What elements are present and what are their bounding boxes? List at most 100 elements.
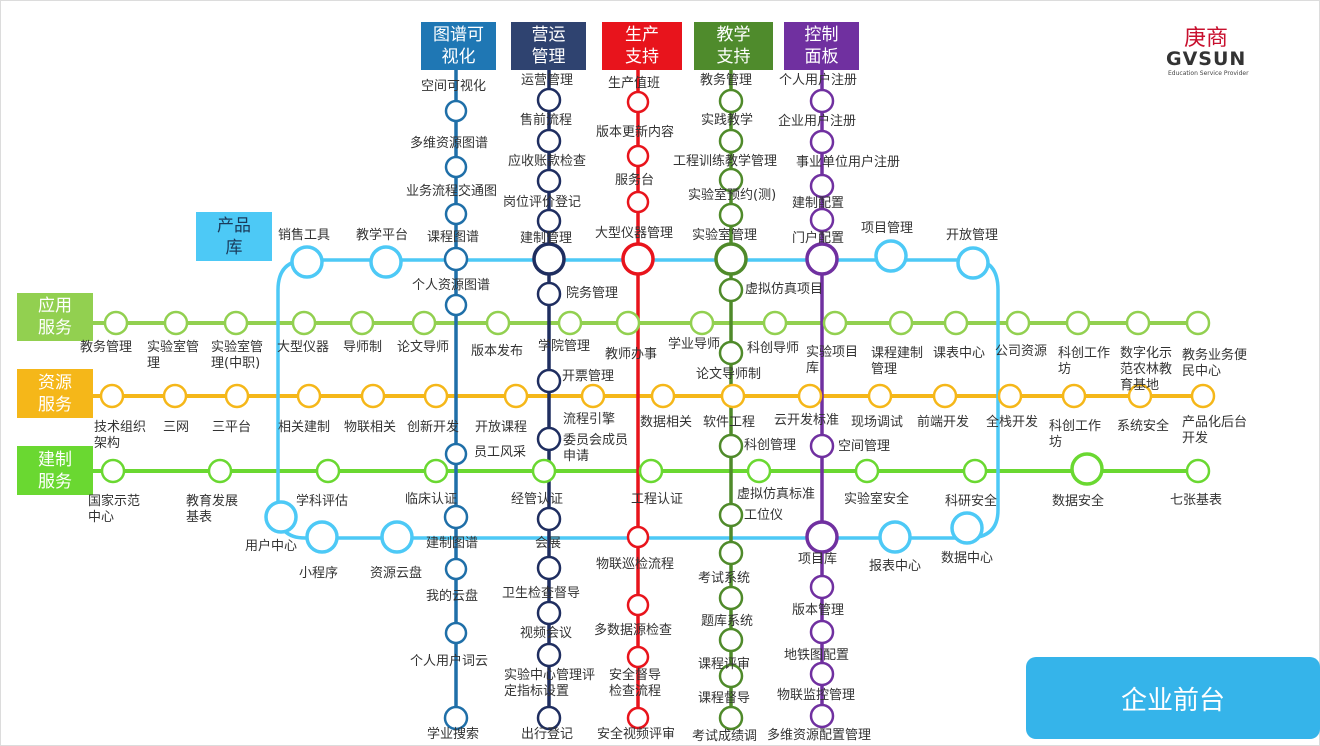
header-yingyun[interactable]: 营运 管理 (511, 22, 586, 70)
station[interactable] (162, 383, 188, 409)
station[interactable] (762, 310, 788, 336)
station[interactable] (1185, 310, 1211, 336)
label-yingyun[interactable]: 运营管理 (521, 73, 574, 88)
station[interactable] (718, 663, 744, 689)
label-yingyun[interactable]: 委员会成员申请 (563, 433, 629, 464)
station[interactable] (943, 310, 969, 336)
station[interactable] (485, 310, 511, 336)
header-chanpin[interactable]: 产品 库 (196, 212, 272, 261)
station[interactable] (423, 383, 449, 409)
label-yingyong[interactable]: 大型仪器 (277, 340, 330, 355)
station[interactable] (805, 242, 839, 276)
label-yingyun[interactable]: 流程引擎 (563, 412, 616, 427)
label-chanpin[interactable]: 小程序 (299, 566, 339, 581)
label-yingyun[interactable]: 学院管理 (538, 339, 591, 354)
station[interactable] (349, 310, 375, 336)
label-tupu[interactable]: 员工风采 (474, 445, 527, 460)
label-jianzhi[interactable]: 教育发展基表 (186, 494, 239, 525)
label-kongzhi[interactable]: 空间管理 (838, 439, 891, 454)
label-jiaoxue[interactable]: 软件工程 (703, 415, 756, 430)
station[interactable] (1070, 452, 1104, 486)
station[interactable] (580, 383, 606, 409)
station[interactable] (99, 383, 125, 409)
label-kongzhi[interactable]: 门户配置 (792, 231, 845, 246)
label-jianzhi[interactable]: 国家示范中心 (88, 494, 141, 525)
station[interactable] (536, 555, 562, 581)
label-jiaoxue[interactable]: 考试系统 (698, 571, 751, 586)
label-jianzhi[interactable]: 学科评估 (296, 494, 349, 509)
label-yingyun[interactable]: 经管认证 (511, 492, 564, 507)
station[interactable] (650, 383, 676, 409)
label-tupu[interactable]: 业务流程交通图 (406, 184, 498, 199)
label-ziyuan[interactable]: 三网 (163, 420, 190, 435)
label-kongzhi[interactable]: 建制配置 (792, 196, 845, 211)
station[interactable] (264, 500, 298, 534)
label-yingyong[interactable]: 实验室管理(中职) (211, 340, 264, 371)
station[interactable] (305, 520, 339, 554)
label-shengchan[interactable]: 大型仪器管理 (595, 226, 674, 241)
label-shengchan[interactable]: 版本更新内容 (596, 125, 675, 140)
label-yingyun[interactable]: 会展 (535, 536, 562, 551)
station[interactable] (997, 383, 1023, 409)
station[interactable] (1190, 383, 1216, 409)
label-yingyun[interactable]: 实验中心管理评定指标设置 (504, 668, 596, 699)
label-jianzhi[interactable]: 科研安全 (945, 494, 998, 509)
station[interactable] (444, 621, 468, 645)
label-tupu[interactable]: 我的云盘 (426, 589, 479, 604)
station[interactable] (718, 202, 744, 228)
header-kongzhi[interactable]: 控制 面板 (784, 22, 859, 70)
label-ziyuan[interactable]: 三平台 (212, 420, 252, 435)
station[interactable] (1005, 310, 1031, 336)
label-yingyong[interactable]: 实验室管理 (147, 340, 200, 371)
label-jianzhi[interactable]: 实验室安全 (844, 492, 910, 507)
label-shengchan[interactable]: 多数据源检查 (594, 623, 673, 638)
label-jiaoxue[interactable]: 课程评审 (698, 657, 751, 672)
label-ziyuan[interactable]: 创新开发 (407, 420, 460, 435)
label-kongzhi[interactable]: 个人用户注册 (779, 73, 858, 88)
station[interactable] (536, 506, 562, 532)
label-shengchan[interactable]: 数据相关 (640, 415, 693, 430)
label-yingyun[interactable]: 岗位评价登记 (503, 195, 582, 210)
label-shengchan[interactable]: 安全视频评审 (597, 727, 676, 742)
label-ziyuan[interactable]: 技术组织架构 (94, 420, 147, 451)
header-tupu[interactable]: 图谱可 视化 (421, 22, 496, 70)
label-jianzhi[interactable]: 七张基表 (1170, 493, 1223, 508)
label-kongzhi[interactable]: 物联监控管理 (777, 688, 856, 703)
station[interactable] (621, 242, 655, 276)
label-jiaoxue[interactable]: 工位仪 (744, 508, 784, 523)
header-shengchan[interactable]: 生产 支持 (602, 22, 682, 70)
label-yingyun[interactable]: 开票管理 (562, 369, 615, 384)
label-tupu[interactable]: 建制图谱 (426, 536, 479, 551)
label-jianzhi[interactable]: 数据安全 (1052, 494, 1105, 509)
station[interactable] (536, 128, 562, 154)
station[interactable] (444, 442, 468, 466)
station[interactable] (207, 458, 233, 484)
station[interactable] (874, 239, 908, 273)
label-shengchan[interactable]: 安全督导检查流程 (609, 668, 662, 699)
station[interactable] (720, 383, 746, 409)
station[interactable] (444, 557, 468, 581)
label-kongzhi[interactable]: 实验项目库 (806, 345, 859, 376)
station[interactable] (443, 504, 469, 530)
label-kongzhi[interactable]: 地铁图配置 (784, 648, 850, 663)
station[interactable] (1127, 383, 1153, 409)
station[interactable] (423, 458, 449, 484)
label-ziyuan[interactable]: 产品化后台开发 (1182, 415, 1248, 446)
station[interactable] (532, 242, 566, 276)
label-chanpin[interactable]: 项目管理 (861, 221, 914, 236)
station[interactable] (626, 190, 650, 214)
label-yingyong[interactable]: 教务业务便民中心 (1182, 348, 1248, 379)
station[interactable] (626, 593, 650, 617)
station[interactable] (315, 458, 341, 484)
station[interactable] (878, 520, 912, 554)
station[interactable] (888, 310, 914, 336)
station[interactable] (809, 574, 835, 600)
label-yingyong[interactable]: 版本发布 (471, 344, 524, 359)
station[interactable] (689, 310, 715, 336)
label-yingyun[interactable]: 出行登记 (521, 727, 574, 742)
label-tupu[interactable]: 空间可视化 (421, 79, 487, 94)
station[interactable] (1061, 383, 1087, 409)
label-kongzhi[interactable]: 虚拟仿真项目 (745, 282, 824, 297)
label-shengchan[interactable]: 物联巡检流程 (596, 557, 675, 572)
label-ziyuan[interactable]: 全栈开发 (986, 415, 1039, 430)
